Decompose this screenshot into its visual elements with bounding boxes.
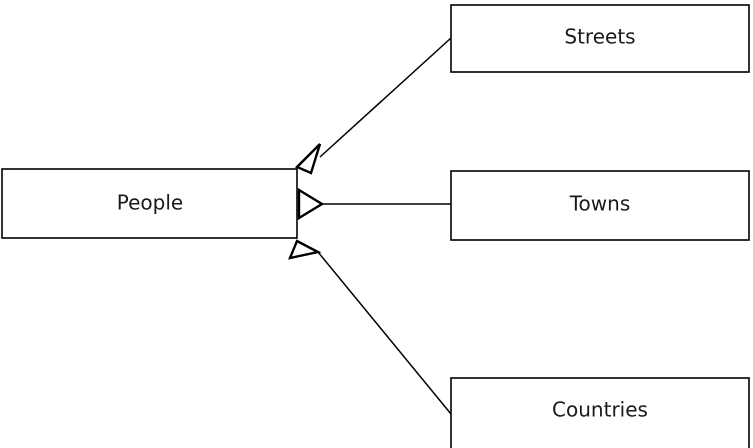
node-box-people[interactable] (1, 168, 298, 239)
edge-people-streets[interactable] (294, 37, 452, 175)
hollow-triangle-arrowhead-streets (294, 143, 322, 175)
node-label-people: People (117, 191, 183, 215)
edge-people-towns[interactable] (297, 187, 451, 221)
edge-people-countries[interactable] (288, 239, 452, 415)
node-towns[interactable]: Towns (450, 170, 750, 241)
node-label-streets: Streets (564, 25, 635, 49)
node-people[interactable]: People (1, 168, 298, 239)
node-box-towns[interactable] (450, 170, 750, 241)
hollow-triangle-arrowhead-towns (297, 187, 325, 221)
node-box-countries[interactable] (450, 377, 750, 448)
node-box-streets[interactable] (450, 4, 750, 73)
hollow-triangle-arrowhead-countries (288, 239, 322, 260)
edge-line-people-streets (319, 37, 452, 158)
node-label-towns: Towns (569, 192, 631, 216)
node-label-countries: Countries (552, 398, 648, 422)
node-streets[interactable]: Streets (450, 4, 750, 73)
node-countries[interactable]: Countries (450, 377, 750, 448)
edge-line-people-countries (317, 251, 452, 415)
